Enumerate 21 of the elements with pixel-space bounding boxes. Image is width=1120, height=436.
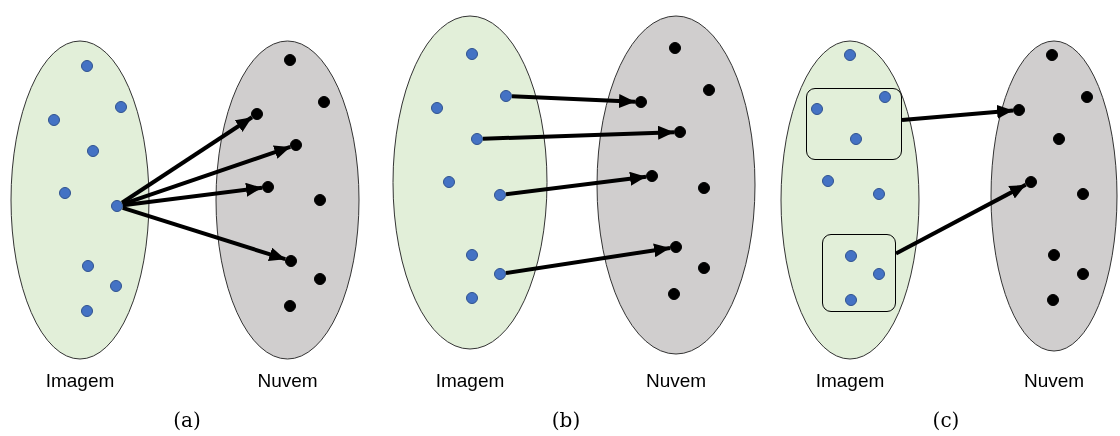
arrow: [901, 104, 1014, 122]
arrow: [505, 243, 671, 276]
set-label: Imagem: [815, 370, 885, 392]
panel-caption: (a): [173, 408, 201, 432]
arrow: [122, 145, 291, 206]
arrow: [122, 182, 263, 208]
panel-caption: (b): [551, 408, 581, 432]
set-label: Nuvem: [257, 370, 318, 392]
set-label: Imagem: [45, 370, 115, 392]
arrow: [122, 205, 286, 262]
set-label: Nuvem: [1023, 370, 1085, 392]
set-label: Imagem: [435, 370, 505, 392]
arrow: [511, 94, 636, 108]
arrow: [120, 115, 254, 205]
arrow: [505, 171, 647, 197]
group-frame: [806, 88, 902, 160]
group-frame: [822, 234, 896, 312]
set-label: Nuvem: [645, 370, 707, 392]
arrow: [895, 183, 1027, 256]
arrow: [482, 125, 675, 141]
panel-caption: (c): [932, 408, 960, 432]
